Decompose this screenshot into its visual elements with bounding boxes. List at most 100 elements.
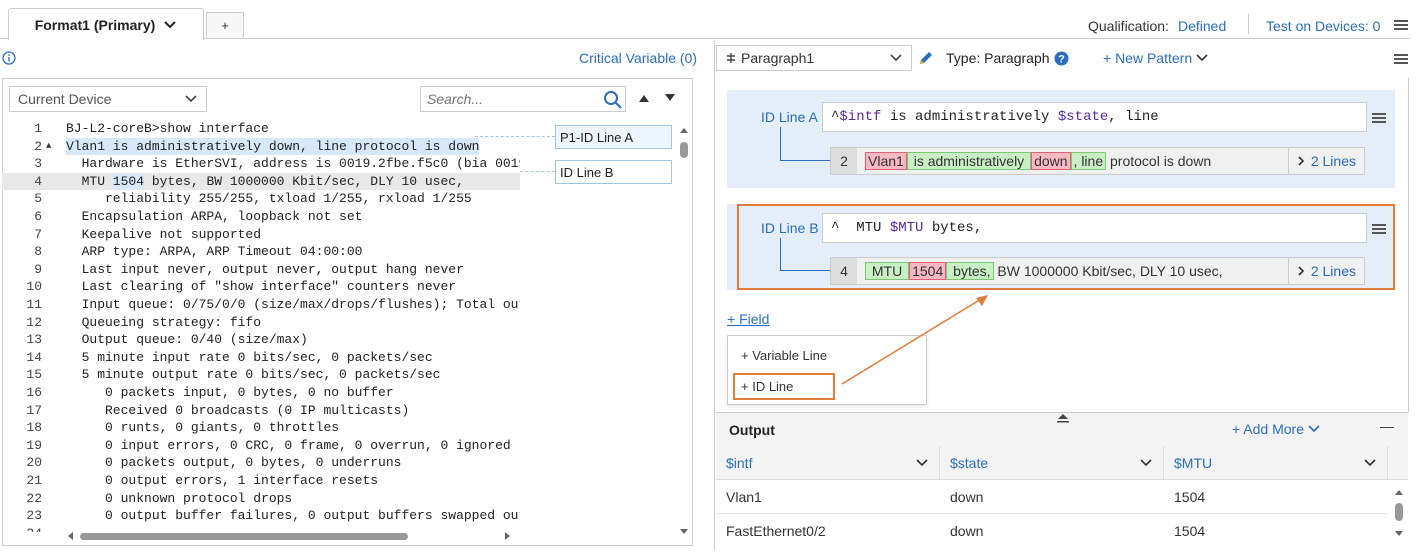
table-row[interactable]: FastEthernet0/2 down 1504 [716, 514, 1388, 548]
chevron-down-icon[interactable] [1363, 458, 1377, 468]
arrow-up-icon[interactable] [638, 93, 650, 103]
code-line[interactable]: 5 reliability 255/255, txload 1/255, rxl… [2, 190, 520, 208]
search-input[interactable] [421, 87, 591, 111]
add-more-button[interactable]: + Add More [1232, 421, 1320, 437]
main-menu-icon[interactable] [1394, 20, 1408, 30]
new-pattern-button[interactable]: + New Pattern [1103, 50, 1208, 66]
paragraph-select[interactable]: Paragraph1 [716, 45, 912, 71]
code-line[interactable]: 22 0 unknown protocol drops [2, 490, 520, 508]
chevron-down-icon[interactable] [1139, 458, 1153, 468]
match-seg-rest: BW 1000000 Kbit/sec, DLY 10 usec, [994, 263, 1223, 279]
scroll-up-icon[interactable] [1394, 488, 1404, 496]
code-line[interactable]: 16 0 packets input, 0 bytes, 0 no buffer [2, 384, 520, 402]
expand-lines-button[interactable]: 2 Lines [1288, 148, 1356, 174]
column-header-intf[interactable]: $intf [716, 446, 940, 480]
chevron-right-icon [1297, 155, 1305, 167]
code-line[interactable]: 23 0 output buffer failures, 0 output bu… [2, 507, 520, 525]
code-line[interactable]: 6 Encapsulation ARPA, loopback not set [2, 208, 520, 226]
paragraph-select-value: Paragraph1 [741, 50, 814, 66]
code-line[interactable]: 11 Input queue: 0/75/0/0 (size/max/drops… [2, 296, 520, 314]
code-line[interactable]: 17 Received 0 broadcasts (0 IP multicast… [2, 402, 520, 420]
column-header-state[interactable]: $state [940, 446, 1164, 480]
id-line-a-marker[interactable]: P1-ID Line A [555, 125, 672, 149]
id-line-b-marker[interactable]: ID Line B [555, 160, 672, 184]
right-border [1408, 78, 1409, 412]
code-line[interactable]: 12 Queueing strategy: fifo [2, 314, 520, 332]
help-icon[interactable]: ? [1054, 51, 1069, 66]
tab-format1-primary[interactable]: Format1 (Primary) [8, 8, 204, 40]
match-text: MTU 1504 bytes, BW 1000000 Kbit/sec, DLY… [865, 263, 1223, 279]
add-field-link[interactable]: + Field [727, 311, 769, 327]
collapse-output-button[interactable]: — [1380, 418, 1394, 434]
add-tab-button[interactable]: + [206, 12, 244, 38]
test-on-devices-link[interactable]: Test on Devices: 0 [1266, 18, 1380, 34]
search-box[interactable] [420, 86, 626, 112]
code-line[interactable]: 7 Keepalive not supported [2, 226, 520, 244]
code-line[interactable]: 19 0 input errors, 0 CRC, 0 frame, 0 ove… [2, 437, 520, 455]
column-header-mtu[interactable]: $MTU [1164, 446, 1388, 480]
code-line[interactable]: 14 5 minute input rate 0 bits/sec, 0 pac… [2, 349, 520, 367]
resize-handle-icon[interactable] [1056, 413, 1070, 423]
fold-marker-icon[interactable]: ▲ [46, 138, 51, 156]
connector-line-a [475, 136, 555, 137]
scroll-up-icon[interactable] [679, 126, 689, 134]
chevron-down-icon[interactable] [163, 20, 177, 30]
qualification-value-link[interactable]: Defined [1178, 18, 1226, 34]
code-line[interactable]: 10 Last clearing of "show interface" cou… [2, 278, 520, 296]
code-line[interactable]: 8 ARP type: ARPA, ARP Timeout 04:00:00 [2, 243, 520, 261]
match-seg-literal: bytes, [946, 262, 993, 280]
line-text: Vlan1 is administratively down, line pro… [66, 138, 479, 156]
edit-pencil-icon[interactable] [918, 50, 934, 66]
code-line[interactable]: 3 Hardware is EtherSVI, address is 0019.… [2, 155, 520, 173]
id-line-b-pattern-input[interactable]: ^ MTU $MTU bytes, [822, 213, 1367, 243]
table-row[interactable]: Vlan1 down 1504 [716, 480, 1388, 514]
vertical-scroll-thumb[interactable] [680, 142, 688, 158]
add-id-line-option[interactable]: + ID Line [733, 373, 835, 400]
code-line[interactable]: 21 0 output errors, 1 interface resets [2, 472, 520, 490]
match-line-number: 2 [831, 148, 857, 174]
code-line[interactable]: 1BJ-L2-coreB>show interface [2, 120, 520, 138]
line-a-menu-icon[interactable] [1372, 113, 1386, 123]
pattern-menu-icon[interactable] [1394, 54, 1408, 64]
chevron-down-icon [1308, 425, 1320, 433]
add-variable-line-option[interactable]: + Variable Line [741, 348, 827, 363]
code-line[interactable]: 15 5 minute output rate 0 bits/sec, 0 pa… [2, 366, 520, 384]
line-text: Keepalive not supported [66, 226, 261, 244]
lines-count: 2 Lines [1311, 153, 1356, 169]
line-b-menu-icon[interactable] [1372, 224, 1386, 234]
chevron-down-icon[interactable] [915, 458, 929, 468]
code-line[interactable]: 4 MTU 1504 bytes, BW 1000000 Kbit/sec, D… [2, 173, 520, 191]
line-text: 0 output buffer failures, 0 output buffe… [66, 507, 520, 525]
search-icon[interactable] [603, 90, 623, 110]
expand-lines-button[interactable]: 2 Lines [1288, 258, 1356, 284]
scroll-down-icon[interactable] [679, 528, 689, 536]
line-number: 7 [2, 226, 42, 244]
match-text: Vlan1 is administratively down, line pro… [865, 153, 1211, 169]
info-icon[interactable] [2, 51, 16, 65]
line-text: 0 input errors, 0 CRC, 0 frame, 0 overru… [66, 437, 511, 455]
scroll-left-icon[interactable] [66, 531, 74, 541]
code-line[interactable]: 2▲ Vlan1 is administratively down, line p… [2, 138, 520, 156]
code-line[interactable]: 13 Output queue: 0/40 (size/max) [2, 331, 520, 349]
pattern-text: bytes, [923, 220, 982, 236]
output-scroll-thumb[interactable] [1395, 503, 1403, 521]
scroll-down-icon[interactable] [1394, 530, 1404, 538]
table-cell: down [940, 514, 1164, 548]
line-number: 2 [2, 138, 42, 156]
horizontal-scroll-thumb[interactable] [80, 533, 408, 540]
line-number: 24 [2, 525, 42, 532]
line-number: 11 [2, 296, 42, 314]
annotation-arrow [838, 290, 993, 390]
arrow-down-icon[interactable] [664, 93, 676, 103]
code-line[interactable]: 9 Last input never, output never, output… [2, 261, 520, 279]
line-text: Hardware is EtherSVI, address is 0019.2f… [66, 155, 520, 173]
id-line-a-pattern-input[interactable]: ^$intf is administratively $state, line [822, 102, 1367, 132]
code-line[interactable]: 20 0 packets output, 0 bytes, 0 underrun… [2, 454, 520, 472]
code-line[interactable]: 18 0 runts, 0 giants, 0 throttles [2, 419, 520, 437]
code-line[interactable]: 24 [2, 525, 520, 532]
device-select[interactable]: Current Device [9, 86, 207, 112]
scroll-right-icon[interactable] [504, 531, 512, 541]
line-number: 23 [2, 507, 42, 525]
code-view[interactable]: 1BJ-L2-coreB>show interface2▲ Vlan1 is ad… [2, 118, 520, 532]
critical-variable-link[interactable]: Critical Variable (0) [579, 50, 697, 66]
